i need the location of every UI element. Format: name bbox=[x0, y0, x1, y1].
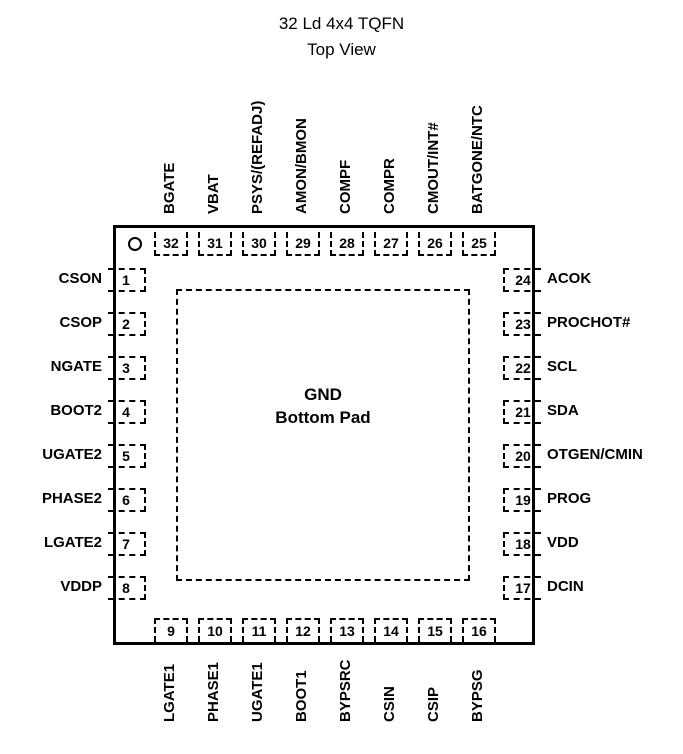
pin-top-31: 31 bbox=[198, 232, 232, 256]
pin-label-acok: ACOK bbox=[547, 270, 592, 287]
pin-left-6: 6 bbox=[108, 488, 146, 512]
diagram-title: 32 Ld 4x4 TQFN bbox=[278, 14, 405, 33]
pin-label-lgate2: LGATE2 bbox=[43, 534, 102, 551]
pin-bottom-15: 15 bbox=[418, 618, 452, 642]
pin-label-compf: COMPF bbox=[337, 159, 354, 214]
pin-top-30: 30 bbox=[242, 232, 276, 256]
pin-left-2: 2 bbox=[108, 312, 146, 336]
pin-top-32: 32 bbox=[154, 232, 188, 256]
pin-label-bgate: BGATE bbox=[161, 162, 178, 214]
pin-right-20: 20 bbox=[503, 444, 541, 468]
pin-label-ugate1: UGATE1 bbox=[249, 662, 266, 722]
pin-label-phase1: PHASE1 bbox=[205, 661, 222, 722]
pin-top-26: 26 bbox=[418, 232, 452, 256]
pin-label-cmout-int-: CMOUT/INT# bbox=[425, 122, 442, 214]
pin-label-prog: PROG bbox=[547, 490, 592, 507]
pin-label-ngate: NGATE bbox=[50, 358, 102, 375]
pin-label-cson: CSON bbox=[58, 270, 102, 287]
pin-label-phase2: PHASE2 bbox=[41, 490, 102, 507]
pin-right-23: 23 bbox=[503, 312, 541, 336]
pin1-marker-icon bbox=[128, 237, 142, 251]
exposed-pad bbox=[176, 289, 470, 581]
pin-label-sda: SDA bbox=[547, 402, 579, 419]
pin-left-8: 8 bbox=[108, 576, 146, 600]
pin-label-boot2: BOOT2 bbox=[50, 402, 102, 419]
pin-top-28: 28 bbox=[330, 232, 364, 256]
pin-label-vdd: VDD bbox=[547, 534, 579, 551]
pin-left-5: 5 bbox=[108, 444, 146, 468]
pin-label-vbat: VBAT bbox=[205, 174, 222, 214]
pin-right-17: 17 bbox=[503, 576, 541, 600]
pin-label-batgone-ntc: BATGONE/NTC bbox=[469, 105, 486, 214]
pin-right-18: 18 bbox=[503, 532, 541, 556]
diagram-subtitle: Top View bbox=[307, 40, 376, 59]
pin-label-bypsg: BYPSG bbox=[469, 669, 486, 722]
pin-bottom-11: 11 bbox=[242, 618, 276, 642]
pin-label-bypsrc: BYPSRC bbox=[337, 659, 354, 722]
pin-bottom-10: 10 bbox=[198, 618, 232, 642]
pin-label-scl: SCL bbox=[547, 358, 577, 375]
pin-top-27: 27 bbox=[374, 232, 408, 256]
pin-label-otgen-cmin: OTGEN/CMIN bbox=[547, 446, 643, 463]
pin-label-compr: COMPR bbox=[381, 158, 398, 214]
pin-right-21: 21 bbox=[503, 400, 541, 424]
pin-label-psys-refadj-: PSYS/(REFADJ) bbox=[249, 100, 266, 214]
pad-label-gnd: GND bbox=[304, 385, 342, 404]
pin-bottom-12: 12 bbox=[286, 618, 320, 642]
pin-label-amon-bmon: AMON/BMON bbox=[293, 118, 310, 214]
pin-label-vddp: VDDP bbox=[60, 578, 102, 595]
pin-bottom-14: 14 bbox=[374, 618, 408, 642]
pin-label-lgate1: LGATE1 bbox=[161, 663, 178, 722]
pin-right-19: 19 bbox=[503, 488, 541, 512]
pin-bottom-16: 16 bbox=[462, 618, 496, 642]
pin-label-csin: CSIN bbox=[381, 686, 398, 722]
pin-label-csip: CSIP bbox=[425, 686, 442, 722]
pad-label-bottom: Bottom Pad bbox=[275, 408, 371, 427]
package-outline bbox=[113, 225, 535, 645]
pin-left-7: 7 bbox=[108, 532, 146, 556]
pin-left-4: 4 bbox=[108, 400, 146, 424]
pin-top-29: 29 bbox=[286, 232, 320, 256]
pin-label-boot1: BOOT1 bbox=[293, 670, 310, 722]
pin-label-prochot-: PROCHOT# bbox=[547, 314, 631, 331]
pin-left-1: 1 bbox=[108, 268, 146, 292]
pin-top-25: 25 bbox=[462, 232, 496, 256]
pin-left-3: 3 bbox=[108, 356, 146, 380]
pin-label-dcin: DCIN bbox=[547, 578, 584, 595]
pin-bottom-13: 13 bbox=[330, 618, 364, 642]
pin-label-csop: CSOP bbox=[59, 314, 102, 331]
pin-label-ugate2: UGATE2 bbox=[42, 446, 102, 463]
pin-right-24: 24 bbox=[503, 268, 541, 292]
pin-right-22: 22 bbox=[503, 356, 541, 380]
pin-bottom-9: 9 bbox=[154, 618, 188, 642]
